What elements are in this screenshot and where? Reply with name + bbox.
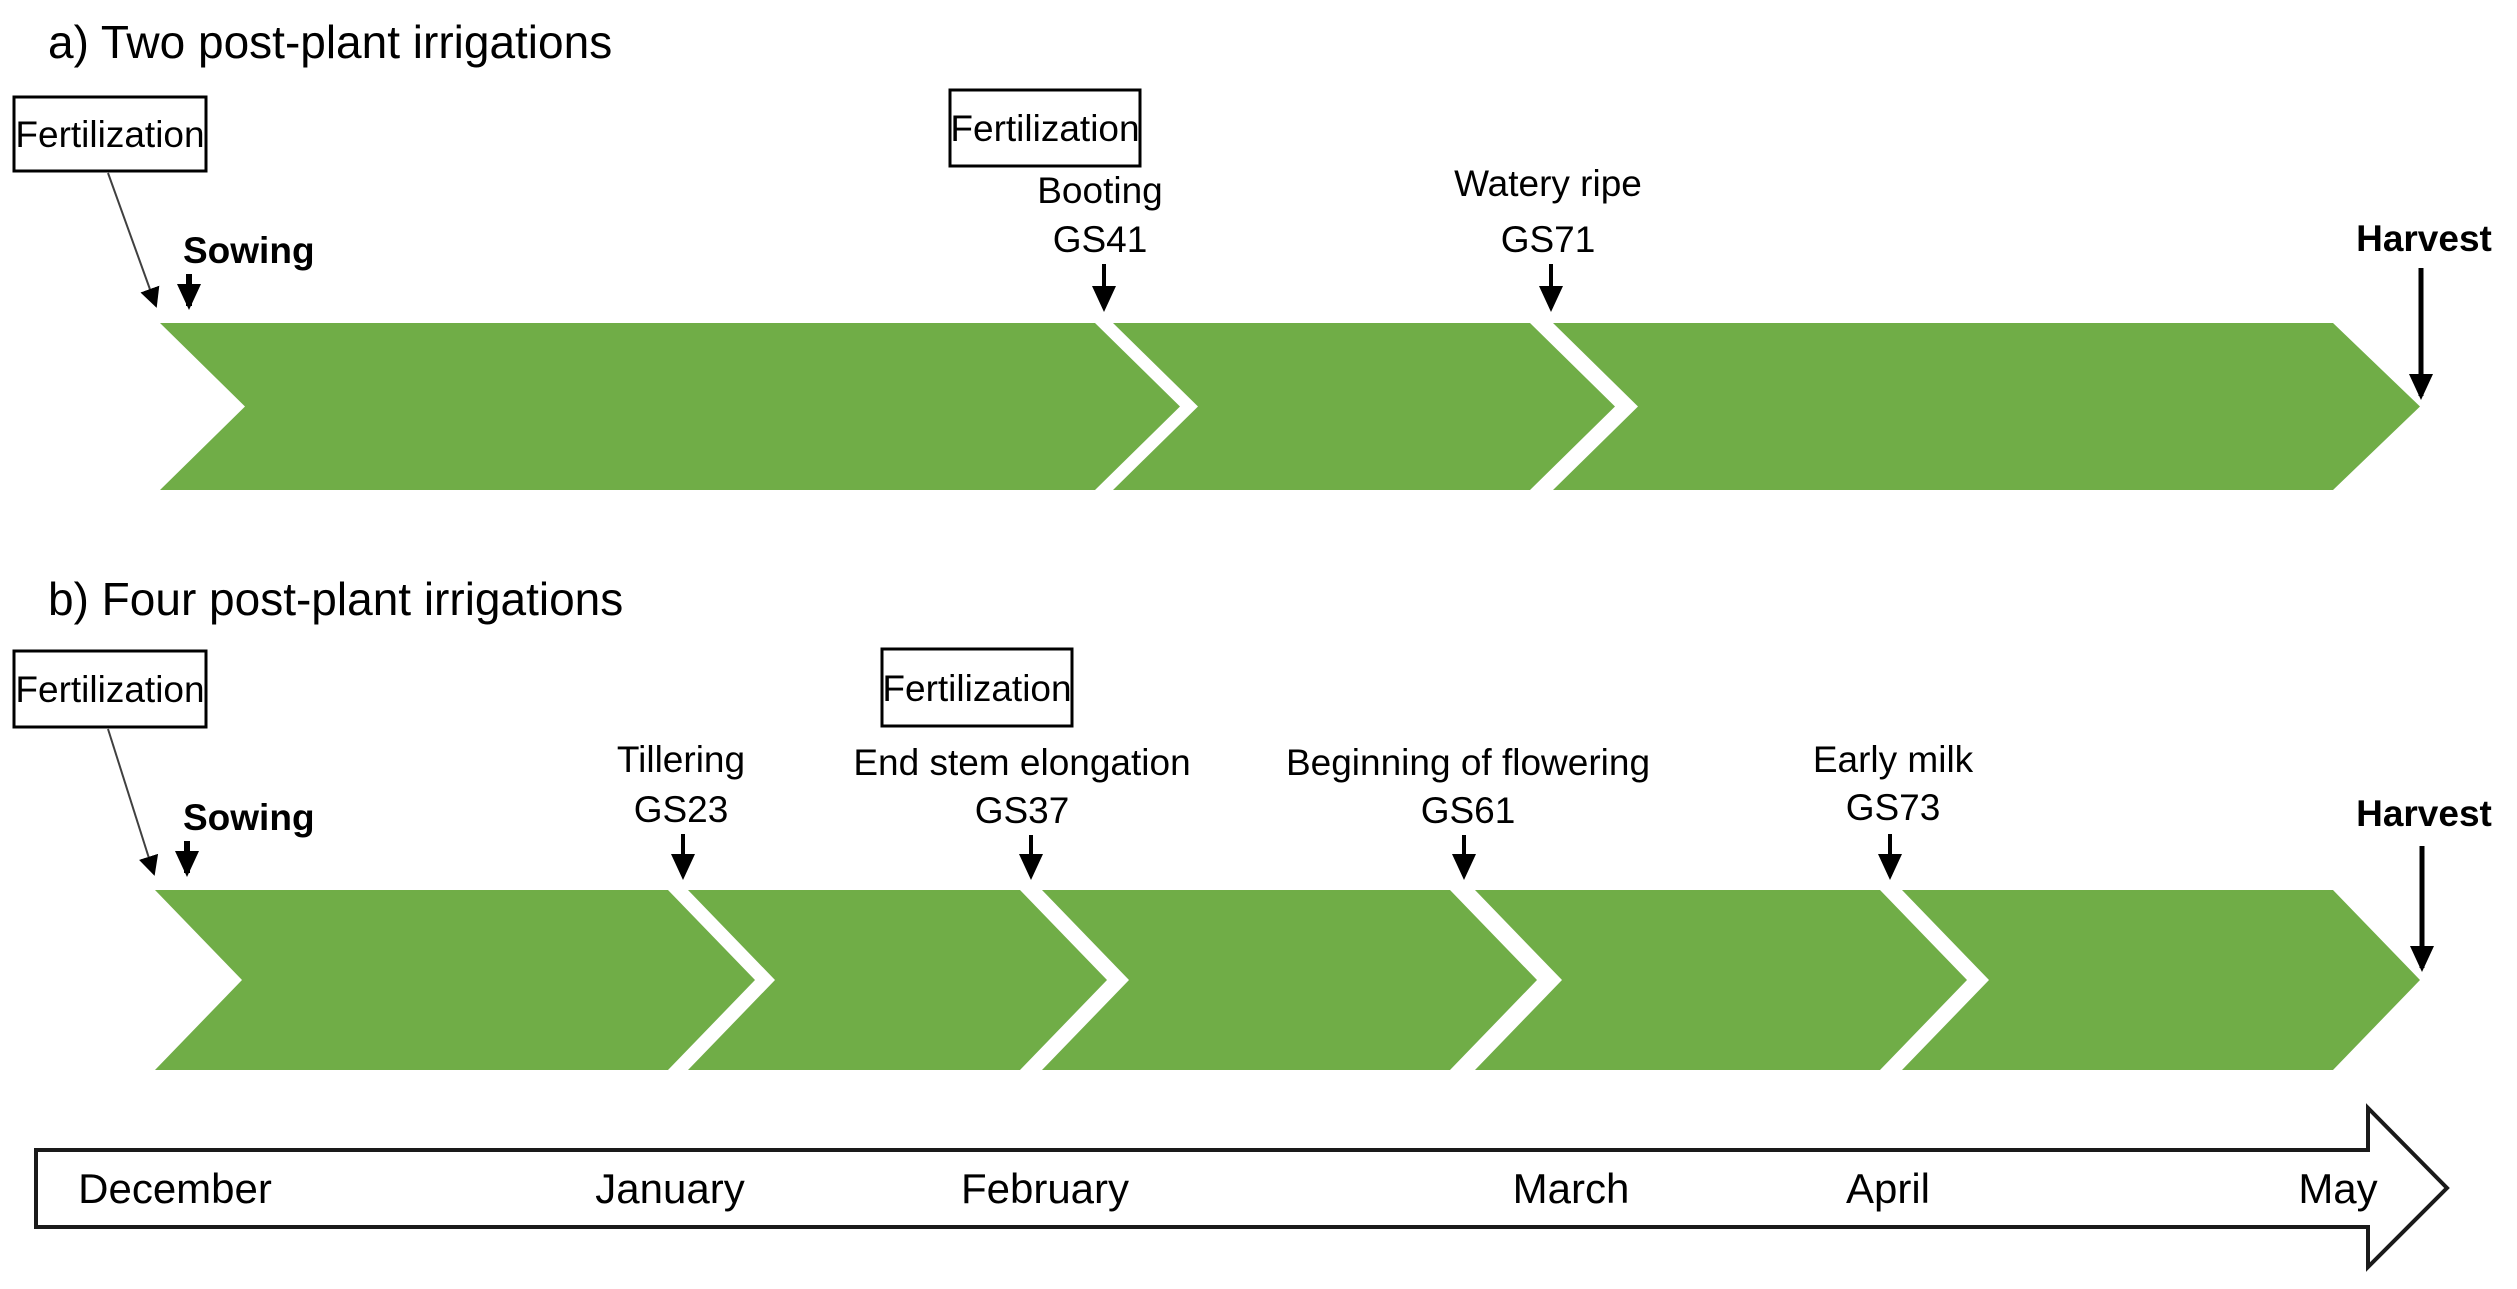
stage-name: Booting	[1037, 170, 1163, 211]
fertilization-label: Fertilization	[882, 668, 1071, 709]
stage-code: GS23	[634, 789, 729, 830]
sowing-label: Sowing	[183, 230, 315, 271]
stage-name: Early milk	[1813, 739, 1974, 780]
growth-period-segment	[1475, 890, 1967, 1070]
stage-name: End stem elongation	[853, 742, 1190, 783]
fertilization-box	[948, 88, 1142, 168]
sowing-label: Sowing	[183, 797, 315, 838]
panel-b-title: b) Four post-plant irrigations	[48, 573, 623, 625]
stage-name: Beginning of flowering	[1286, 742, 1650, 783]
growth-period-segment	[1042, 890, 1537, 1070]
month-label: February	[961, 1165, 1129, 1212]
month-timeline: December January February March April Ma…	[34, 1103, 2450, 1272]
fertilization-box	[12, 95, 208, 173]
growth-period-segment	[1553, 323, 2420, 490]
fertilization-arrow	[107, 172, 160, 308]
stage-marker-end-stem-elongation: End stem elongation GS37	[853, 742, 1191, 880]
stage-code: GS41	[1053, 219, 1148, 260]
month-label: December	[78, 1165, 272, 1212]
stage-code: GS61	[1421, 790, 1516, 831]
stage-name: Tillering	[617, 739, 745, 780]
harvest-label: Harvest	[2356, 793, 2492, 834]
growth-period-segment	[155, 890, 755, 1070]
panel-a-title: a) Two post-plant irrigations	[48, 16, 612, 68]
fertilization-label: Fertilization	[15, 114, 204, 155]
timeline-arrow-bar	[34, 1103, 2450, 1272]
month-label: March	[1513, 1165, 1630, 1212]
panel-a: a) Two post-plant irrigations Fertilizat…	[12, 16, 2492, 490]
stage-marker-watery-ripe: Watery ripe GS71	[1454, 163, 1642, 312]
stage-marker-booting: Booting GS41	[1037, 170, 1163, 312]
month-label: May	[2298, 1165, 2377, 1212]
month-label: January	[595, 1165, 744, 1212]
stage-code: GS71	[1501, 219, 1596, 260]
fertilization-arrow	[107, 728, 159, 876]
stage-code: GS73	[1846, 787, 1941, 828]
fertilization-box	[12, 649, 208, 729]
stage-marker-beginning-of-flowering: Beginning of flowering GS61	[1286, 742, 1650, 880]
stage-name: Watery ripe	[1454, 163, 1642, 204]
stage-marker-tillering: Tillering GS23	[617, 739, 745, 880]
fertilization-label: Fertilization	[15, 669, 204, 710]
harvest-label: Harvest	[2356, 218, 2492, 259]
growth-period-segment	[1113, 323, 1615, 490]
fertilization-label: Fertilization	[950, 108, 1139, 149]
month-label: April	[1846, 1165, 1930, 1212]
stage-marker-early-milk: Early milk GS73	[1813, 739, 1974, 880]
growth-period-segment	[688, 890, 1107, 1070]
panel-b: b) Four post-plant irrigations Fertiliza…	[12, 573, 2492, 1070]
fertilization-box	[880, 647, 1074, 728]
stage-code: GS37	[975, 790, 1070, 831]
growth-period-segment	[1902, 890, 2420, 1070]
growth-period-segment	[160, 323, 1180, 490]
